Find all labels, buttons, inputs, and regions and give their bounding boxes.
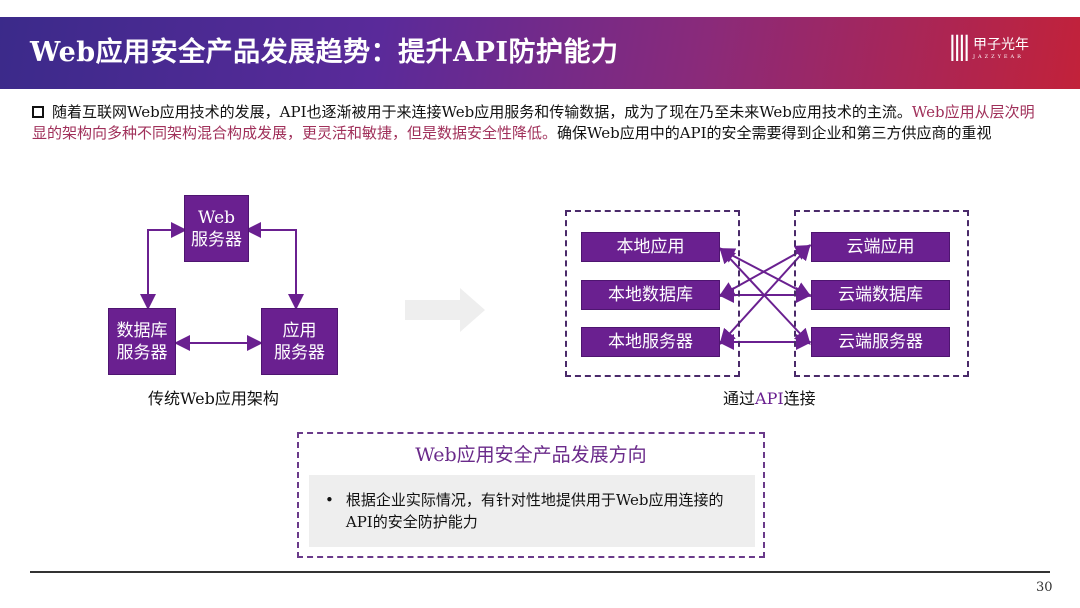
local-group xyxy=(565,210,740,377)
intro-text-1: 随着互联网Web应用技术的发展，API也逐渐被用于来连接Web应用服务和传输数据… xyxy=(52,103,912,121)
footer-divider xyxy=(30,571,1050,573)
local-app-box: 本地应用 xyxy=(581,232,720,262)
api-caption-highlight: API xyxy=(755,389,784,408)
title-banner xyxy=(0,17,1080,89)
api-caption-suffix: 连接 xyxy=(783,389,816,408)
web-server-box: Web 服务器 xyxy=(184,195,249,262)
intro-paragraph: 随着互联网Web应用技术的发展，API也逐渐被用于来连接Web应用服务和传输数据… xyxy=(32,102,1042,144)
local-db-box: 本地数据库 xyxy=(581,280,720,310)
cloud-server-box: 云端服务器 xyxy=(811,327,950,357)
api-caption-prefix: 通过 xyxy=(723,389,756,408)
cloud-group xyxy=(794,210,969,377)
square-bullet-icon xyxy=(32,106,44,118)
app-server-box: 应用 服务器 xyxy=(261,308,338,375)
right-arrow-icon xyxy=(405,288,485,332)
traditional-caption: 传统Web应用架构 xyxy=(148,389,279,408)
db-server-box: 数据库 服务器 xyxy=(108,308,176,375)
api-caption: 通过API连接 xyxy=(723,385,816,409)
direction-box: Web应用安全产品发展方向 • 根据企业实际情况，有针对性地提供用于Web应用连接… xyxy=(297,432,765,558)
logo-bars-icon: |||| xyxy=(948,32,971,62)
cloud-app-box: 云端应用 xyxy=(811,232,950,262)
page-number: 30 xyxy=(1036,580,1053,595)
intro-highlight: Web应用从层次明显的架构向多种不同架构混合构成发展，更灵活和敏捷，但是数据安全… xyxy=(32,103,1035,142)
intro-text-3: 确保Web应用中的API的安全需要得到企业和第三方供应商的重视 xyxy=(557,124,992,142)
local-server-box: 本地服务器 xyxy=(581,327,720,357)
page-title: Web应用安全产品发展趋势：提升API防护能力 xyxy=(30,37,619,68)
logo-sub: JAZZYEAR xyxy=(973,54,1024,60)
logo-text: 甲子光年 xyxy=(973,37,1030,53)
cloud-db-box: 云端数据库 xyxy=(811,280,950,310)
bullet-dot-icon: • xyxy=(325,491,334,509)
direction-title: Web应用安全产品发展方向 xyxy=(415,444,647,466)
direction-content: • 根据企业实际情况，有针对性地提供用于Web应用连接的API的安全防护能力 xyxy=(309,475,755,547)
direction-bullet-text: 根据企业实际情况，有针对性地提供用于Web应用连接的API的安全防护能力 xyxy=(345,491,724,531)
